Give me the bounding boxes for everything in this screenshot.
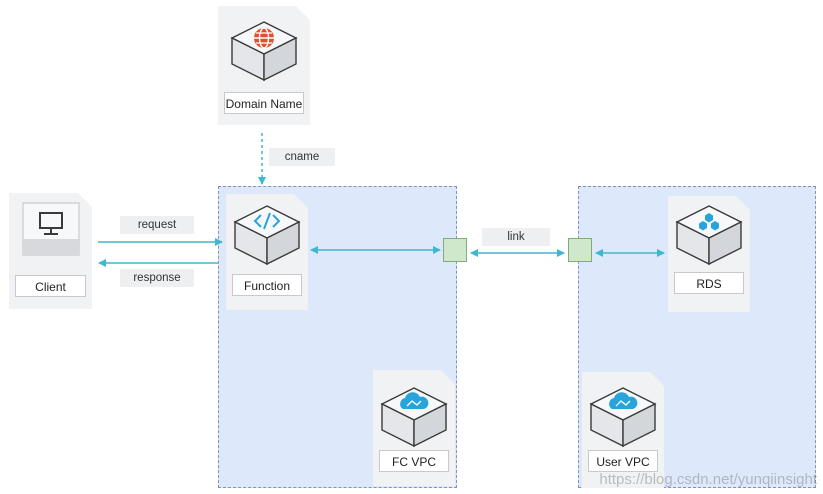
request-label: request — [120, 216, 194, 234]
function-card[interactable]: Function — [226, 194, 308, 310]
watermark: https://blog.csdn.net/yunqiinsight — [599, 471, 817, 488]
monitor-icon — [19, 199, 83, 259]
domain-name-label: Domain Name — [224, 92, 304, 114]
globe-icon — [228, 18, 300, 84]
cname-label: cname — [269, 148, 335, 166]
user-vpc-port — [568, 238, 592, 262]
link-label: link — [482, 228, 550, 246]
fc-vpc-card[interactable]: FC VPC — [373, 370, 455, 486]
client-label: Client — [15, 275, 86, 297]
client-card[interactable]: Client — [9, 193, 92, 309]
database-icon — [673, 202, 745, 268]
rds-card[interactable]: RDS — [668, 196, 750, 312]
fc-vpc-port — [443, 238, 467, 262]
cloud-icon — [378, 384, 450, 450]
rds-label: RDS — [674, 272, 744, 294]
user-vpc-label: User VPC — [588, 450, 658, 472]
response-label: response — [120, 269, 194, 287]
cloud-icon — [587, 384, 659, 450]
function-label: Function — [232, 274, 302, 296]
fc-vpc-label: FC VPC — [379, 450, 449, 472]
user-vpc-card[interactable]: User VPC — [582, 372, 664, 488]
domain-name-card[interactable]: Domain Name — [218, 6, 310, 125]
function-icon — [231, 202, 303, 268]
